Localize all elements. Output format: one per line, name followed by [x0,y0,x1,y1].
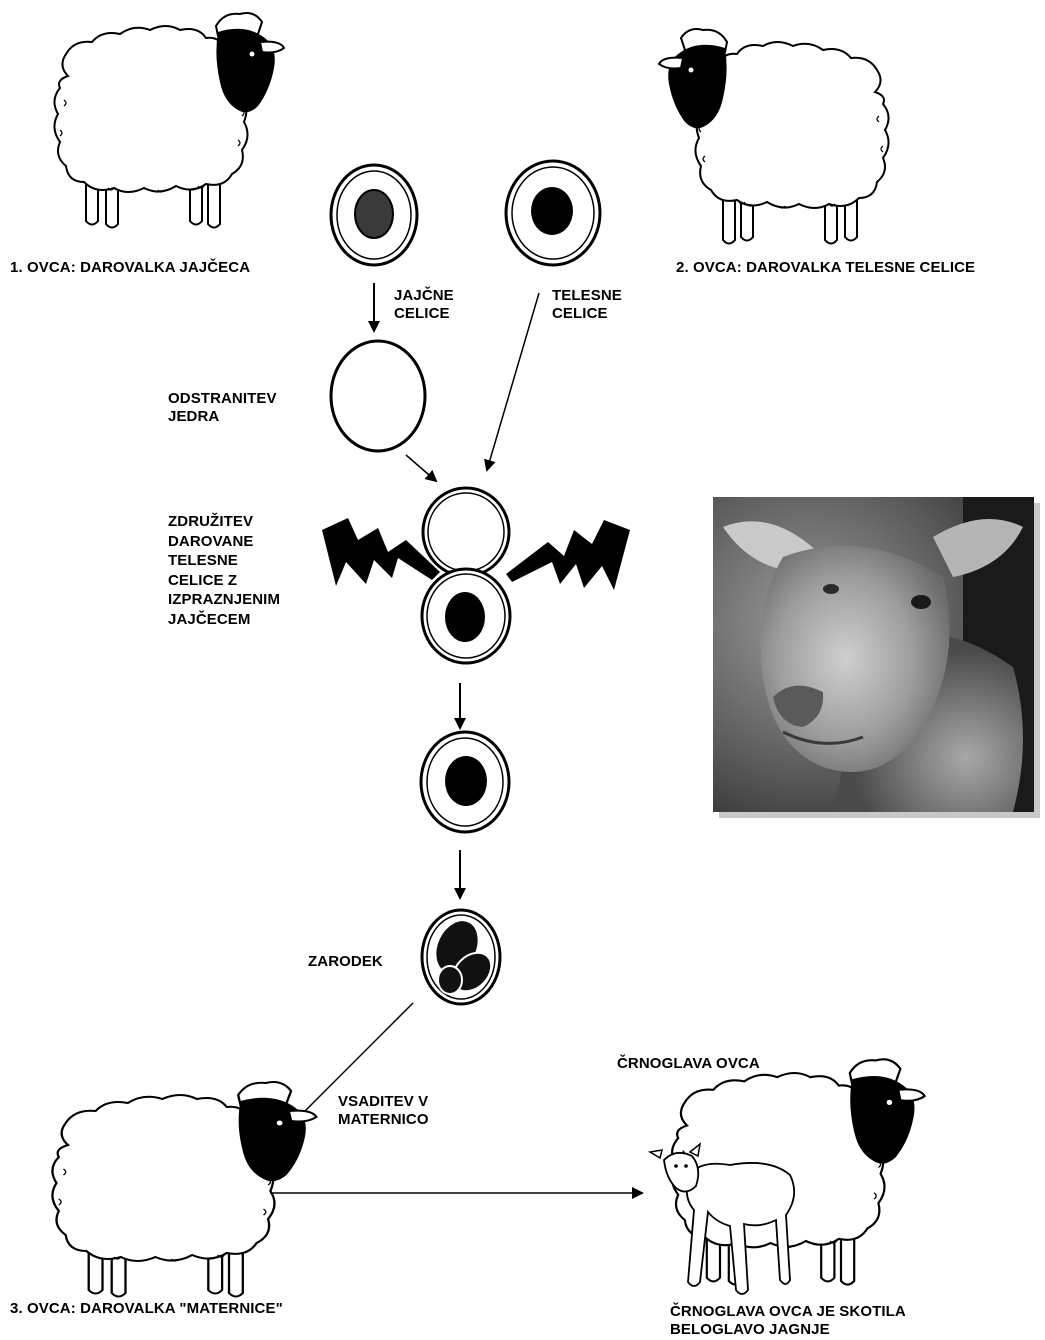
surrogate-sheep-icon [52,1082,316,1297]
donor-body-cell-sheep-label: 2. OVCA: DAROVALKA TELESNE CELICE [676,259,975,277]
body-cell-icon [506,161,600,265]
black-face-sheep-label: ČRNOGLAVA OVCA [617,1055,760,1073]
embryo-icon [422,910,500,1004]
white-face-lamb-icon [650,1144,794,1294]
embryo-label: ZARODEK [308,953,383,971]
surrogate-sheep-label: 3. OVCA: DAROVALKA "MATERNICE" [10,1300,283,1318]
right-lightning-icon [506,520,630,590]
egg-cell-icon [331,165,417,265]
donor-body-cell-sheep-icon [659,29,889,244]
donor-egg-sheep-label: 1. OVCA: DAROVALKA JAJČECA [10,259,250,277]
sheep-face-photo [713,497,1034,812]
donor-egg-sheep-icon [54,13,284,228]
arrow-icon [487,293,539,470]
enucleated-egg-icon [331,341,425,451]
arrow-icon [406,455,436,481]
fused-cell-icon [421,732,509,832]
